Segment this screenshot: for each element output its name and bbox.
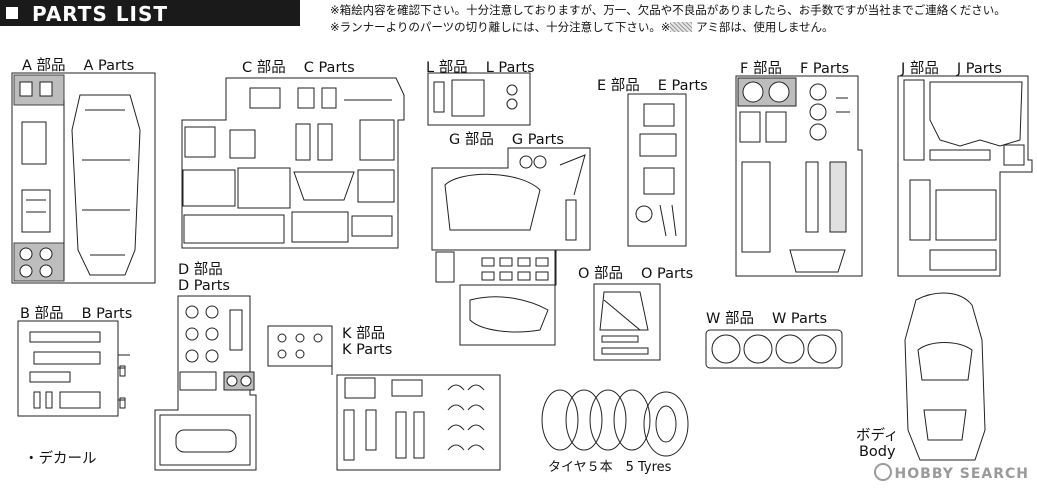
- car-body: [904, 292, 986, 461]
- tyres: [541, 389, 689, 457]
- square-bullet-icon: [6, 7, 18, 19]
- l-runner: [427, 72, 531, 126]
- header-bar: PARTS LIST: [0, 0, 300, 26]
- hobby-search-logo-icon: [873, 463, 892, 481]
- mesh-swatch-icon: [670, 22, 693, 32]
- note-line-2: ※ランナーよりのパーツの切り離しには、十分注意して下さい。※ アミ部は、使用しま…: [330, 19, 1006, 36]
- b-runner: [17, 320, 130, 417]
- e-runner: [627, 93, 687, 247]
- notes: ※箱絵内容を確認下さい。十分注意しておりますが、万一、欠品や不良品がありましたら…: [330, 2, 1006, 36]
- c-runner: [181, 77, 405, 249]
- f-runner: [735, 75, 863, 277]
- decal-label: ・デカール: [24, 451, 97, 467]
- j-runner: [897, 75, 1033, 277]
- note-line-2b: アミ部は、使用しません。: [696, 20, 834, 34]
- o-runner: [593, 283, 661, 361]
- page-title: PARTS LIST: [32, 2, 169, 26]
- k-runner: [267, 325, 501, 471]
- tyres-label: タイヤ５本 5 Tyres: [548, 460, 672, 475]
- note-line-1: ※箱絵内容を確認下さい。十分注意しておりますが、万一、欠品や不良品がありましたら…: [330, 3, 1006, 17]
- d-runner: [154, 295, 257, 471]
- watermark: HOBBY SEARCH: [873, 463, 1029, 482]
- w-runner: [705, 329, 843, 369]
- note-line-2a: ※ランナーよりのパーツの切り離しには、十分注意して下さい。※: [330, 20, 671, 34]
- a-runner: [11, 72, 156, 284]
- g-runner: [431, 147, 591, 346]
